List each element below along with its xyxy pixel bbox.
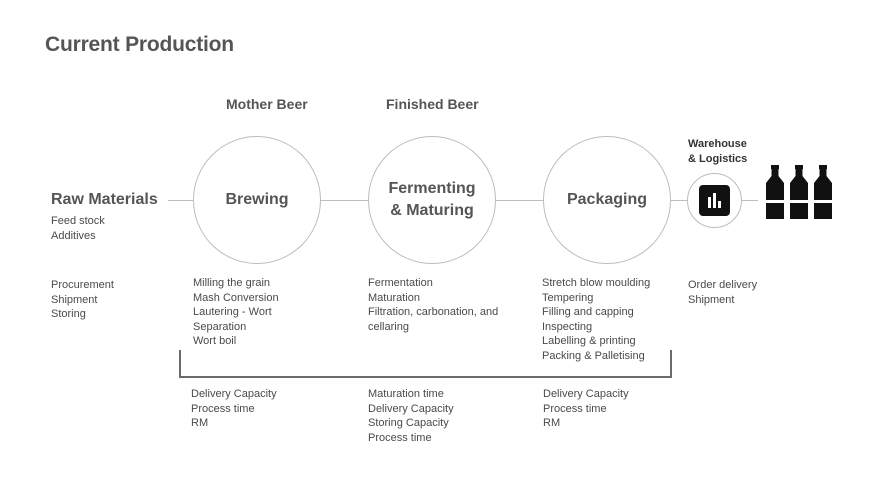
bracket-right-arm <box>670 350 672 378</box>
list-item: Labelling & printing <box>542 335 636 348</box>
connector-line <box>741 200 758 201</box>
list-item: Packing & Palletising <box>542 349 645 362</box>
warehouse-label-line: & Logistics <box>688 153 748 165</box>
connector-line <box>496 200 543 201</box>
list-item: Delivery Capacity <box>368 402 454 415</box>
list-item: Procurement <box>51 279 114 291</box>
list-item: Separation <box>193 320 247 333</box>
list-item: Feed stock <box>51 215 105 227</box>
packaging-stage-circle <box>543 136 671 264</box>
fermenting-stage-label: Fermenting & Maturing <box>368 178 496 222</box>
list-item: Additives <box>51 229 96 242</box>
list-item: Process time <box>368 431 432 444</box>
brewing-stage-label: Brewing <box>225 191 289 208</box>
list-item: Delivery Capacity <box>543 388 629 400</box>
list-item: Filling and capping <box>542 306 634 319</box>
warehouse-label: Warehouse & Logistics <box>688 137 747 167</box>
warehouse-activities: Order delivery Shipment <box>688 278 757 307</box>
list-item: Wort boil <box>193 335 237 348</box>
bar-chart-icon <box>699 185 730 216</box>
connector-line <box>321 200 368 201</box>
bracket-left-arm <box>179 350 181 378</box>
list-item: Storing <box>51 308 86 321</box>
list-item: Stretch blow moulding <box>542 277 651 289</box>
list-item: RM <box>191 417 209 430</box>
beer-bottles-icon <box>765 164 833 220</box>
fermenting-stage-circle <box>368 136 496 264</box>
list-item: Storing Capacity <box>368 417 449 430</box>
list-item: Order delivery <box>688 279 758 291</box>
list-item: Maturation time <box>368 388 444 400</box>
header-finished-beer: Finished Beer <box>386 96 479 112</box>
fermenting-metrics: Maturation time Delivery Capacity Storin… <box>368 387 454 445</box>
list-item: Shipment <box>51 293 98 306</box>
list-item: Process time <box>543 402 607 415</box>
list-item: Shipment <box>688 293 735 306</box>
fermenting-steps: Fermentation Maturation Filtration, carb… <box>368 276 498 334</box>
brewing-stage-circle <box>193 136 321 264</box>
list-item: Filtration, carbonation, and <box>368 306 499 319</box>
raw-materials-inputs: Feed stock Additives <box>51 214 105 243</box>
packaging-steps: Stretch blow moulding Tempering Filling … <box>542 276 650 364</box>
list-item: Mash Conversion <box>193 291 279 304</box>
list-item: Fermentation <box>368 277 433 289</box>
brewing-metrics: Delivery Capacity Process time RM <box>191 387 277 431</box>
brewing-steps: Milling the grain Mash Conversion Lauter… <box>193 276 279 349</box>
header-mother-beer: Mother Beer <box>226 96 308 112</box>
packaging-stage-label: Packaging <box>566 191 648 208</box>
list-item: RM <box>543 417 561 430</box>
connector-line <box>670 200 689 201</box>
packaging-metrics: Delivery Capacity Process time RM <box>543 387 629 431</box>
bracket-bar <box>179 376 672 378</box>
list-item: Milling the grain <box>193 277 271 289</box>
raw-materials-label: Raw Materials <box>51 191 158 208</box>
stage-label-line: & Maturing <box>390 202 474 219</box>
list-item: Lautering - Wort <box>193 306 272 319</box>
list-item: cellaring <box>368 320 409 333</box>
list-item: Maturation <box>368 291 420 304</box>
list-item: Process time <box>191 402 255 415</box>
stage-label-line: Fermenting <box>388 180 476 197</box>
page-title: Current Production <box>45 33 234 56</box>
connector-line <box>168 200 193 201</box>
list-item: Inspecting <box>542 320 593 333</box>
warehouse-label-line: Warehouse <box>688 138 747 150</box>
raw-materials-activities: Procurement Shipment Storing <box>51 278 114 322</box>
list-item: Tempering <box>542 291 594 304</box>
list-item: Delivery Capacity <box>191 388 277 400</box>
